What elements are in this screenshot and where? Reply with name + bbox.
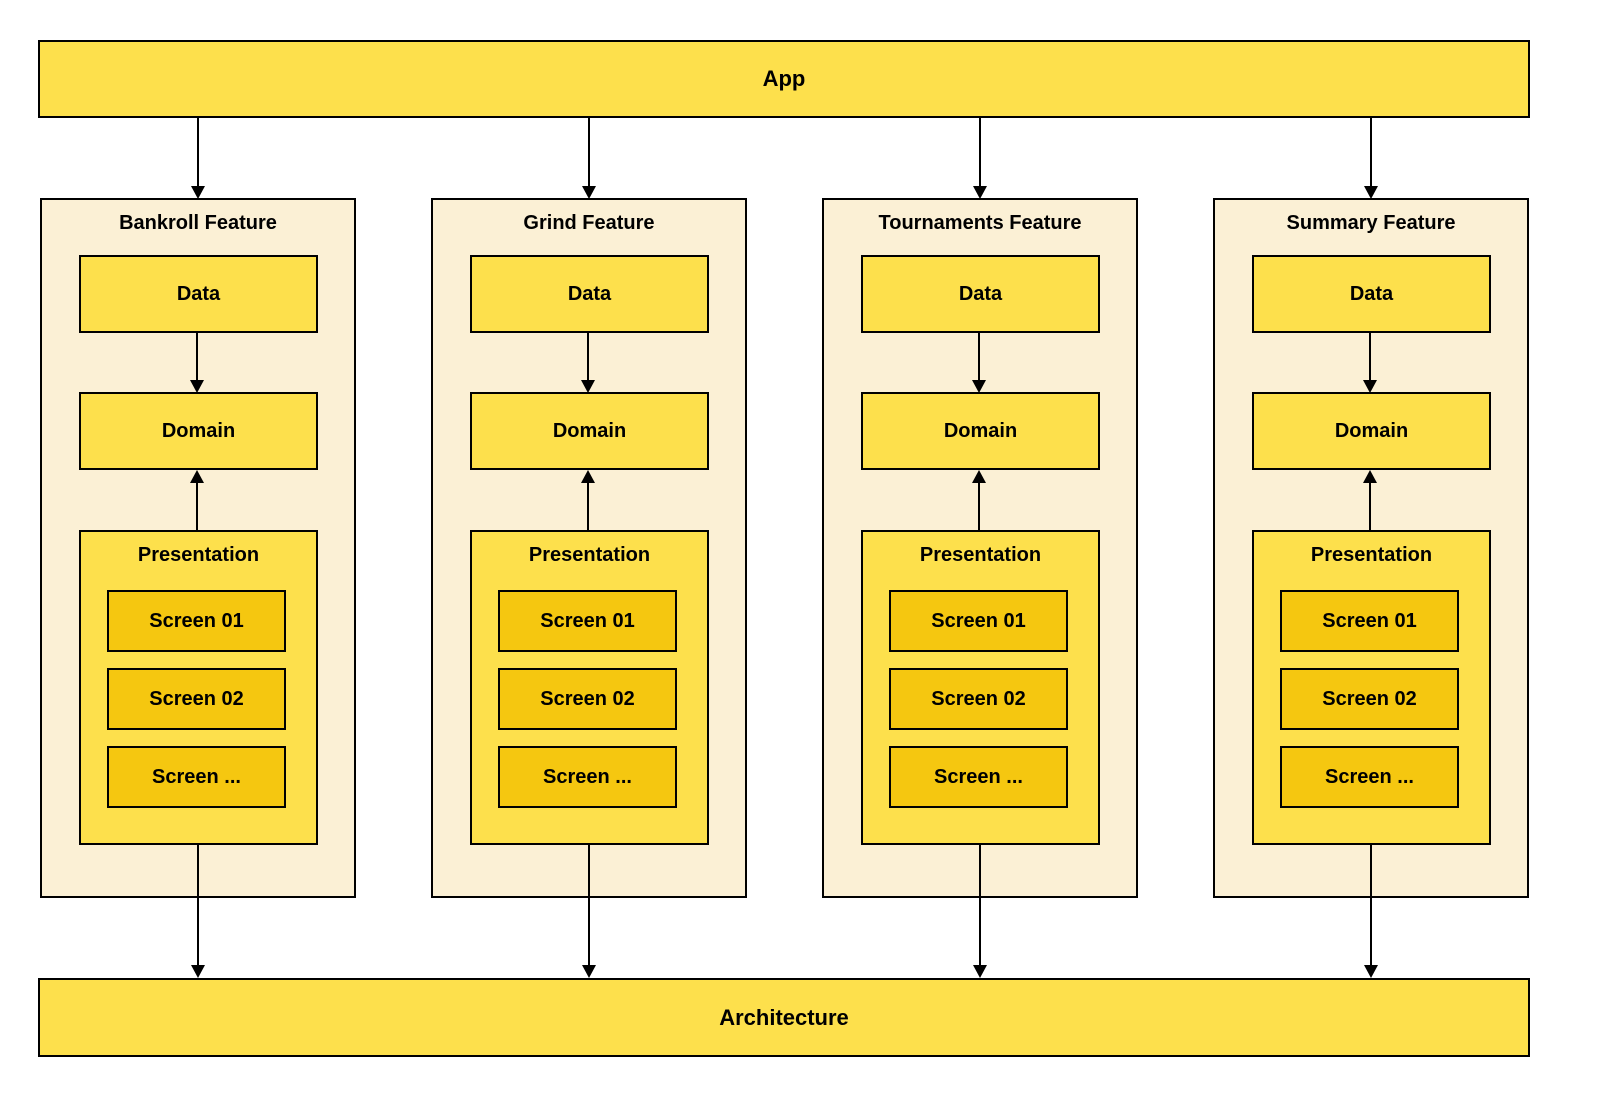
arrow-data-to-domain-head-icon	[190, 380, 204, 393]
screen-node-label: Screen 01	[540, 609, 635, 632]
presentation-node-label: Presentation	[1310, 544, 1433, 566]
data-node-label: Data	[567, 282, 612, 305]
presentation-node: Presentation Screen 01 Screen 02 Screen …	[79, 530, 318, 845]
arrow-app-to-bankroll-head-icon	[191, 186, 205, 199]
arrow-presentation-to-domain-line	[1369, 483, 1371, 530]
domain-node-label: Domain	[552, 419, 627, 442]
arrow-data-to-domain-head-icon	[581, 380, 595, 393]
arrow-data-to-domain-head-icon	[972, 380, 986, 393]
arrow-tournaments-to-architecture-line	[979, 845, 981, 967]
domain-node: Domain	[1252, 392, 1491, 470]
arrow-app-to-grind-line	[588, 118, 590, 188]
feature-bankroll: Bankroll Feature Data Domain Presentatio…	[40, 198, 356, 898]
arrow-data-to-domain-line	[587, 333, 589, 380]
presentation-node: Presentation Screen 01 Screen 02 Screen …	[861, 530, 1100, 845]
screen-node: Screen ...	[1280, 746, 1459, 808]
screen-node: Screen ...	[889, 746, 1068, 808]
domain-node-label: Domain	[161, 419, 236, 442]
feature-title: Tournaments Feature	[878, 212, 1082, 234]
screen-node-label: Screen ...	[1325, 765, 1414, 788]
screen-node-label: Screen 01	[149, 609, 244, 632]
app-node: App	[38, 40, 1530, 118]
arrow-bankroll-to-architecture-head-icon	[191, 965, 205, 978]
arrow-data-to-domain-head-icon	[1363, 380, 1377, 393]
screen-node-label: Screen ...	[934, 765, 1023, 788]
arrow-summary-to-architecture-line	[1370, 845, 1372, 967]
screen-node: Screen 01	[498, 590, 677, 652]
screen-node-label: Screen 01	[931, 609, 1026, 632]
arrow-presentation-to-domain-line	[978, 483, 980, 530]
presentation-node-label: Presentation	[137, 544, 260, 566]
screen-node: Screen 01	[1280, 590, 1459, 652]
arrow-presentation-to-domain-head-icon	[190, 470, 204, 483]
arrow-app-to-summary-head-icon	[1364, 186, 1378, 199]
arrow-app-to-grind-head-icon	[582, 186, 596, 199]
feature-title: Bankroll Feature	[119, 212, 277, 234]
domain-node: Domain	[79, 392, 318, 470]
domain-node: Domain	[861, 392, 1100, 470]
data-node: Data	[1252, 255, 1491, 333]
arrow-presentation-to-domain-head-icon	[1363, 470, 1377, 483]
arrow-app-to-bankroll-line	[197, 118, 199, 188]
arrow-tournaments-to-architecture-head-icon	[973, 965, 987, 978]
arrow-data-to-domain-line	[1369, 333, 1371, 380]
screen-node-label: Screen 02	[931, 687, 1026, 710]
presentation-node-label: Presentation	[528, 544, 651, 566]
arrow-grind-to-architecture-head-icon	[582, 965, 596, 978]
data-node: Data	[79, 255, 318, 333]
screen-node: Screen 02	[889, 668, 1068, 730]
screen-node-label: Screen 01	[1322, 609, 1417, 632]
presentation-node: Presentation Screen 01 Screen 02 Screen …	[470, 530, 709, 845]
arrow-grind-to-architecture-line	[588, 845, 590, 967]
arrow-summary-to-architecture-head-icon	[1364, 965, 1378, 978]
screen-node: Screen ...	[107, 746, 286, 808]
data-node: Data	[470, 255, 709, 333]
screen-node: Screen 02	[1280, 668, 1459, 730]
feature-title: Grind Feature	[523, 212, 655, 234]
arrow-bankroll-to-architecture-line	[197, 845, 199, 967]
screen-node: Screen 01	[889, 590, 1068, 652]
screen-node-label: Screen 02	[540, 687, 635, 710]
screen-node: Screen 01	[107, 590, 286, 652]
data-node-label: Data	[176, 282, 221, 305]
data-node-label: Data	[1349, 282, 1394, 305]
app-node-label: App	[762, 66, 806, 91]
arrow-presentation-to-domain-line	[587, 483, 589, 530]
arrow-presentation-to-domain-head-icon	[972, 470, 986, 483]
feature-grind: Grind Feature Data Domain Presentation S…	[431, 198, 747, 898]
data-node: Data	[861, 255, 1100, 333]
screen-node-label: Screen ...	[152, 765, 241, 788]
architecture-node: Architecture	[38, 978, 1530, 1057]
presentation-node-label: Presentation	[919, 544, 1042, 566]
arrow-data-to-domain-line	[978, 333, 980, 380]
arrow-data-to-domain-line	[196, 333, 198, 380]
screen-node: Screen ...	[498, 746, 677, 808]
domain-node-label: Domain	[943, 419, 1018, 442]
arrow-app-to-tournaments-head-icon	[973, 186, 987, 199]
arrow-presentation-to-domain-line	[196, 483, 198, 530]
domain-node-label: Domain	[1334, 419, 1409, 442]
arrow-app-to-summary-line	[1370, 118, 1372, 188]
domain-node: Domain	[470, 392, 709, 470]
feature-title: Summary Feature	[1286, 212, 1456, 234]
arrow-presentation-to-domain-head-icon	[581, 470, 595, 483]
arrow-app-to-tournaments-line	[979, 118, 981, 188]
screen-node-label: Screen 02	[149, 687, 244, 710]
screen-node: Screen 02	[107, 668, 286, 730]
feature-summary: Summary Feature Data Domain Presentation…	[1213, 198, 1529, 898]
architecture-node-label: Architecture	[719, 1004, 849, 1030]
feature-tournaments: Tournaments Feature Data Domain Presenta…	[822, 198, 1138, 898]
screen-node-label: Screen 02	[1322, 687, 1417, 710]
data-node-label: Data	[958, 282, 1003, 305]
presentation-node: Presentation Screen 01 Screen 02 Screen …	[1252, 530, 1491, 845]
screen-node: Screen 02	[498, 668, 677, 730]
screen-node-label: Screen ...	[543, 765, 632, 788]
